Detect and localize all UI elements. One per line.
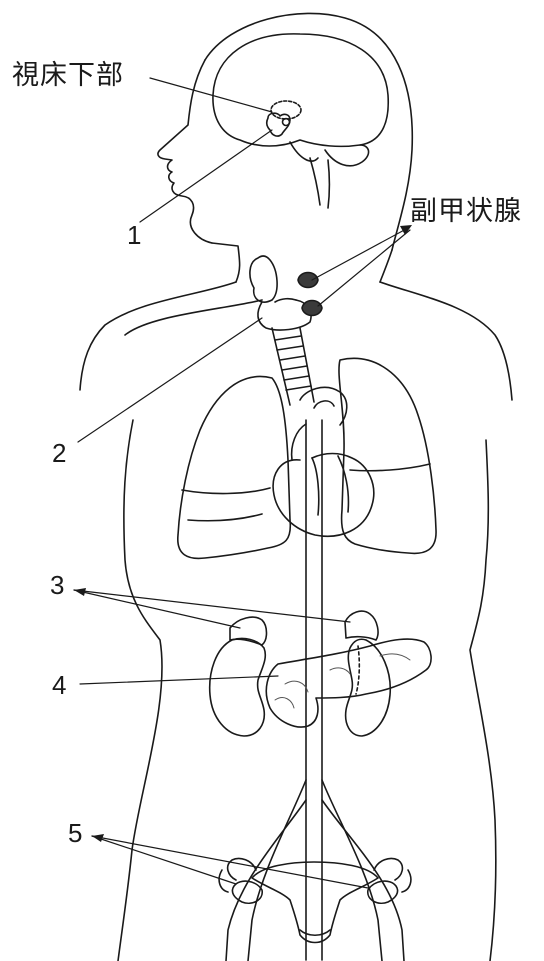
label-3: 3 xyxy=(50,572,64,598)
label-4: 4 xyxy=(52,672,66,698)
aorta xyxy=(226,387,404,961)
leader-hypothalamus xyxy=(150,78,272,112)
leader-parathyroid-a xyxy=(312,228,408,280)
brain xyxy=(213,34,388,208)
leader-5a xyxy=(92,836,236,884)
label-5: 5 xyxy=(68,820,82,846)
thyroid-gland xyxy=(250,256,311,330)
label-1: 1 xyxy=(127,222,141,248)
leader-3a xyxy=(74,590,240,628)
trachea xyxy=(272,328,314,405)
uterus xyxy=(252,862,378,943)
label-parathyroid: 副甲状腺 xyxy=(410,198,522,225)
leader-4 xyxy=(80,676,278,684)
head-outline xyxy=(158,13,412,282)
label-hypothalamus: 視床下部 xyxy=(12,62,124,89)
leader-2 xyxy=(78,318,262,442)
parathyroid-glands xyxy=(298,273,322,316)
kidneys xyxy=(210,638,391,736)
body-outline xyxy=(80,282,512,961)
leader-1 xyxy=(140,130,272,222)
leader-3b xyxy=(74,590,350,622)
label-2: 2 xyxy=(52,440,66,466)
leader-parathyroid-b xyxy=(318,230,410,306)
lungs xyxy=(178,358,436,558)
